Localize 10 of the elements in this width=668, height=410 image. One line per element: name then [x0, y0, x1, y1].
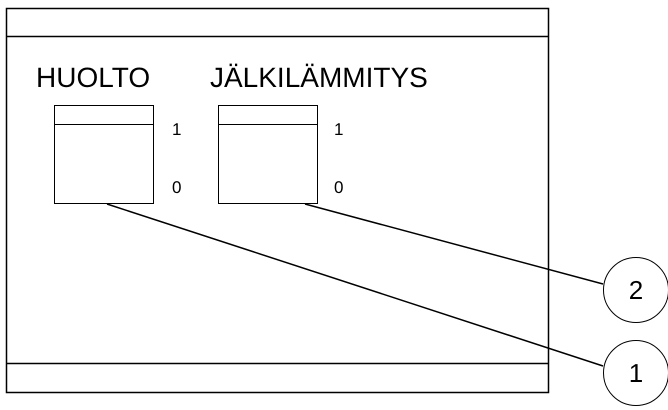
leader-line — [106, 203, 604, 367]
switch-position-label: 0 — [334, 178, 344, 198]
switch-label: HUOLTO — [36, 62, 150, 94]
leader-line — [304, 203, 604, 285]
switch-position-label: 0 — [172, 178, 182, 198]
callout-number: 1 — [628, 358, 644, 388]
switch-position-label: 1 — [334, 120, 344, 140]
switch-position-label: 1 — [172, 120, 182, 140]
switch-label: JÄLKILÄMMITYS — [210, 62, 428, 94]
callout-number: 2 — [628, 275, 644, 305]
